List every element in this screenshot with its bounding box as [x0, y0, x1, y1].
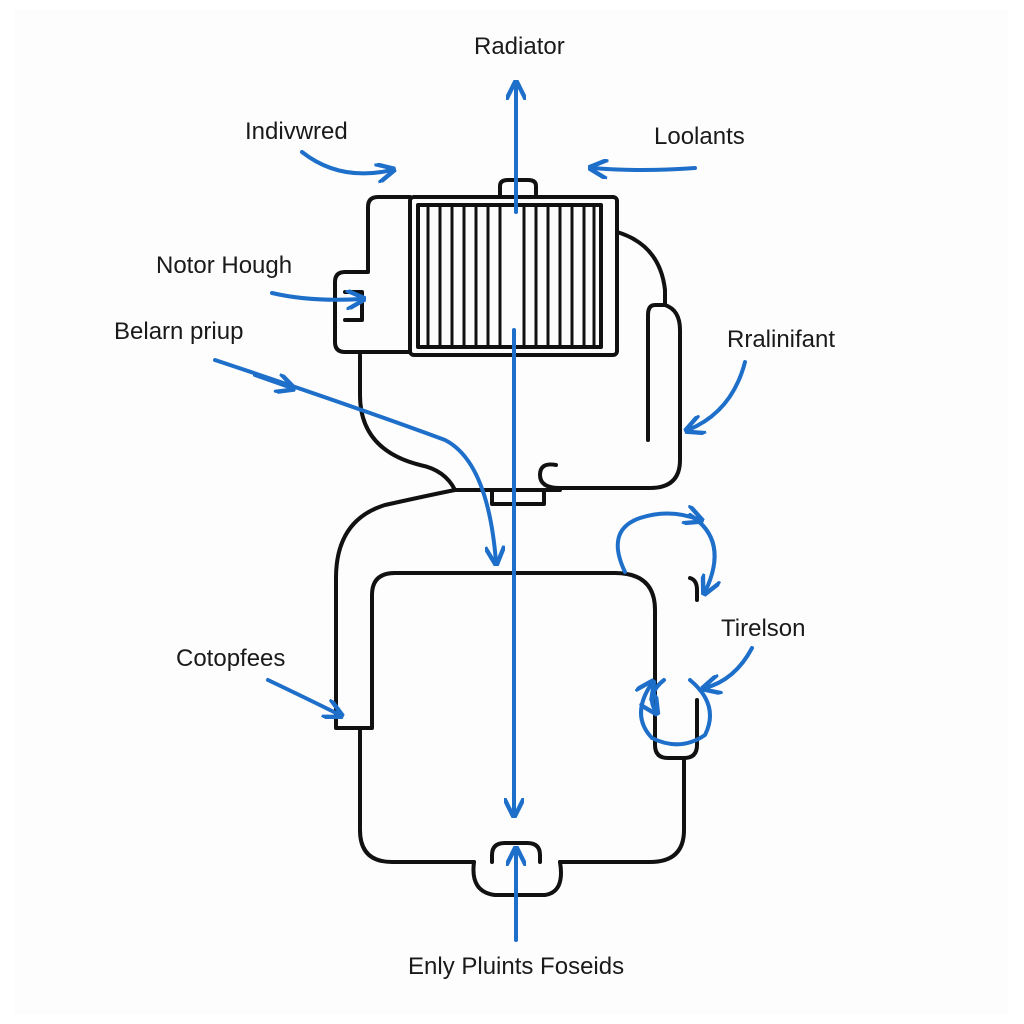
upper-loop-return-arrow: [688, 513, 715, 592]
upper-loop-arrow: [615, 513, 700, 574]
radiator-left-tank: [333, 195, 412, 354]
lower-connector-flange: [490, 488, 546, 506]
label-rralinifant: Rralinifant: [727, 326, 836, 353]
indivwred-arrow: [300, 150, 392, 173]
cotopfees-arrow: [266, 678, 340, 715]
left-coolant-pipe: [334, 488, 502, 730]
flow-arrows: [213, 84, 754, 942]
label-cotopfees: Cotopfees: [176, 645, 286, 672]
upper-housing-right-wall: [538, 230, 682, 490]
radiator-fins: [426, 206, 596, 346]
lower-tank-outline: [358, 726, 686, 864]
upper-housing-inner-wall: [646, 303, 667, 442]
label-enly-pluints: Enly Pluints Foseids: [408, 953, 625, 980]
radiator-assembly: [333, 178, 619, 357]
rralinifant-arrow: [688, 360, 747, 430]
tirelson-arrow: [705, 646, 754, 688]
label-tirelson: Tirelson: [721, 615, 806, 642]
drain-plug: [471, 841, 563, 897]
label-notor-hough: Notor Hough: [156, 252, 293, 279]
belarn-priup-mid-arrow: [253, 373, 292, 388]
loolants-arrow: [592, 168, 697, 170]
label-loolants: Loolants: [654, 123, 745, 150]
notor-hough-arrow: [270, 293, 362, 300]
lower-loop-arrow: [641, 680, 712, 747]
lower-loop-return-arrow: [652, 678, 666, 712]
belarn-priup-arrow: [213, 358, 496, 562]
upper-housing-left-wall: [358, 353, 562, 492]
label-indivwred: Indivwred: [245, 118, 348, 145]
lower-tank: [358, 571, 699, 897]
label-belarn-priup: Belarn priup: [114, 318, 244, 345]
lower-tank-body: [498, 571, 699, 760]
upper-housing: [358, 230, 682, 506]
lower-tank-right-wall: [688, 576, 699, 602]
radiator-core-inner: [416, 203, 603, 349]
left-tank-bracket: [343, 290, 364, 322]
label-radiator: Radiator: [474, 33, 565, 60]
